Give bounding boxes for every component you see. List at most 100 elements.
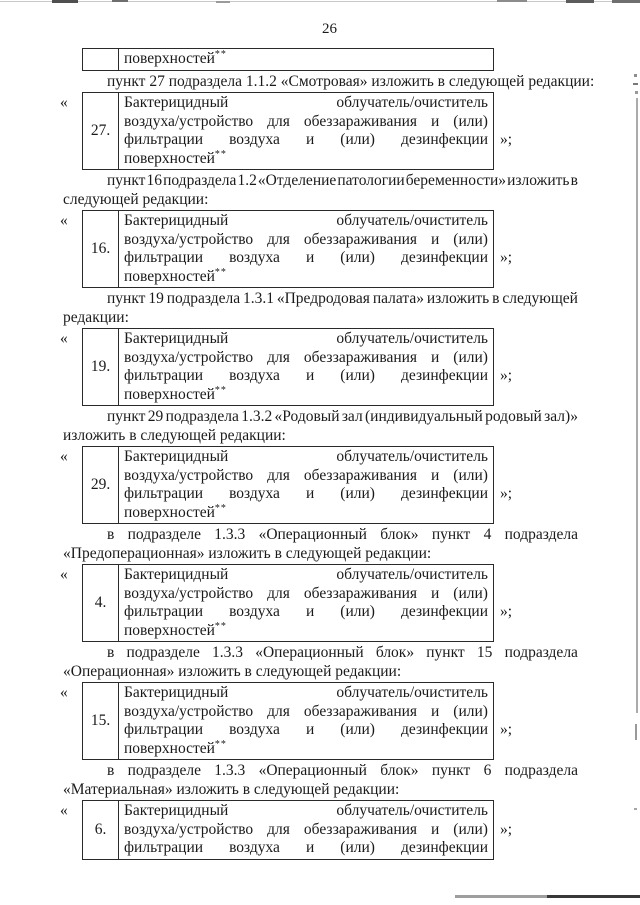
open-quote: « [60, 330, 68, 347]
scan-artifact-right-dash [634, 808, 637, 810]
open-quote: « [60, 684, 68, 701]
table-text: поверхностей [124, 739, 215, 757]
footnote-marker: ** [214, 620, 227, 632]
item-number-cell: 6. [83, 801, 119, 859]
scan-artifact-bottom-line [455, 895, 547, 898]
scan-artifact-right-edge [636, 98, 638, 713]
item-number-cell: 29. [83, 447, 119, 523]
scan-artifact-right-dash [635, 91, 638, 94]
table-text-line: поверхностей** [124, 48, 488, 69]
footnote-marker: ** [214, 48, 227, 60]
table-text: поверхностей [124, 385, 215, 403]
intro-line: «Материальная» изложить в следующей реда… [63, 780, 400, 798]
table-text-line: поверхностей** [124, 503, 488, 523]
scan-artifact-top-mark [612, 0, 640, 3]
item-number-cell [83, 49, 119, 70]
close-quote: »; [500, 603, 513, 620]
document-page: 26 поверхностей** пункт 27 подраздела 1.… [60, 0, 594, 862]
open-quote: « [60, 566, 68, 583]
intro-line: «Предоперационная» изложить в следующей … [63, 544, 432, 562]
table-text: поверхностей [124, 621, 215, 639]
page-number: 26 [322, 21, 337, 37]
close-quote: »; [500, 249, 513, 266]
close-quote: »; [500, 721, 513, 738]
item-number-cell: 16. [83, 211, 119, 287]
table-text: поверхностей [124, 149, 215, 167]
close-quote: »; [500, 821, 513, 838]
table-text: поверхностей [124, 50, 215, 67]
close-quote: »; [500, 485, 513, 502]
item-number-cell: 4. [83, 565, 119, 641]
footnote-marker: ** [214, 384, 227, 396]
item-number-cell: 15. [83, 683, 119, 759]
table-text-line: поверхностей** [124, 384, 488, 405]
item-number-cell: 19. [83, 329, 119, 405]
footnote-marker: ** [214, 266, 227, 278]
intro-line: изложить в следующей редакции: [63, 426, 286, 444]
table-text-line: поверхностей** [124, 620, 488, 641]
open-quote: « [60, 802, 68, 819]
table-text-line: поверхностей** [124, 148, 488, 169]
intro-line: редакции: [63, 308, 129, 326]
intro-line: «Операционная» изложить в следующей реда… [63, 662, 402, 680]
table-text-cell: поверхностей** [119, 49, 493, 70]
table-text: поверхностей [124, 267, 215, 285]
table-text: поверхностей [124, 503, 215, 521]
open-quote: « [60, 94, 68, 111]
table-text-line: поверхностей** [124, 266, 488, 287]
carryover-table: поверхностей** [82, 48, 494, 71]
scan-artifact-right-dash [635, 724, 637, 740]
open-quote: « [60, 212, 68, 229]
amendment-intro: пункт 27 подраздела 1.1.2 «Смотровая» из… [63, 73, 594, 92]
scan-artifact-bottom-line-dark [547, 895, 640, 898]
intro-line: следующей редакции: [63, 190, 209, 208]
scan-artifact-right-dash [634, 74, 637, 77]
open-quote: « [60, 448, 68, 465]
footnote-marker: ** [214, 148, 227, 160]
table-text-line: поверхностей** [124, 739, 488, 759]
